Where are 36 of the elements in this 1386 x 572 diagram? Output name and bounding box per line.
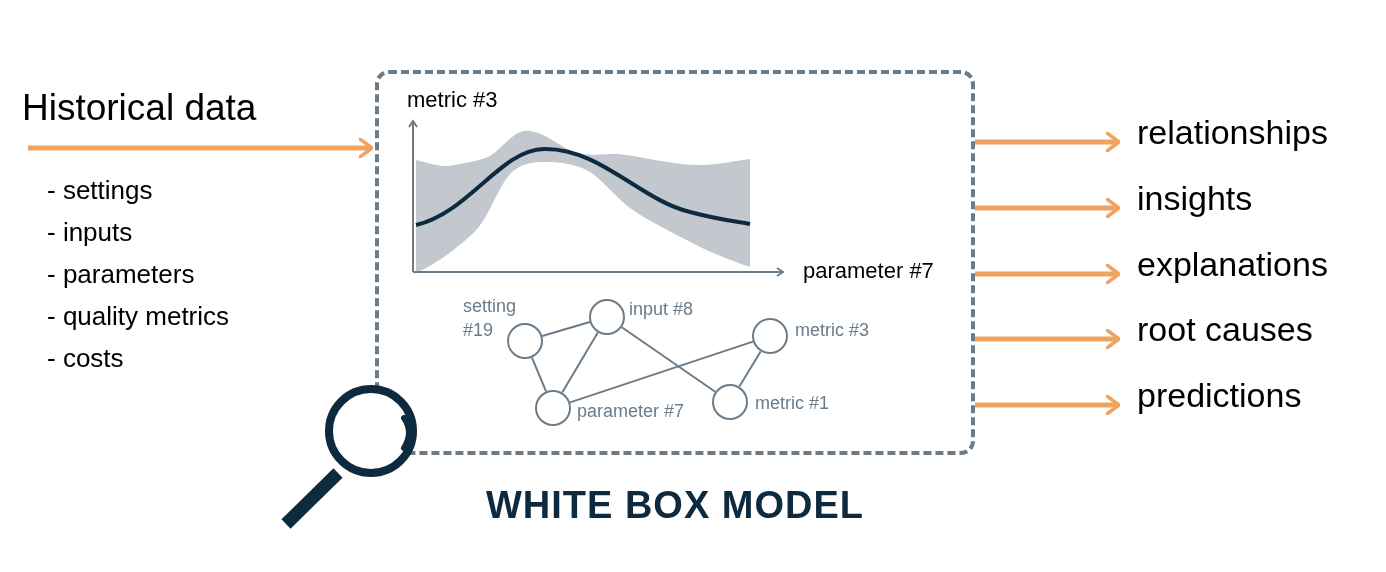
graph-edge — [738, 350, 762, 388]
graph-node-label: metric #3 — [795, 321, 870, 341]
model-title: WHITE BOX MODEL — [484, 485, 866, 527]
output-label: predictions — [1137, 377, 1302, 415]
graph-edge — [541, 321, 591, 337]
graph-edge — [561, 331, 599, 394]
list-item: - costs — [47, 344, 124, 373]
axis-label: metric #3 — [407, 88, 498, 113]
graph-node-circle — [535, 390, 571, 426]
graph-edge — [569, 340, 754, 404]
flow-arrow — [975, 394, 1121, 416]
list-item: - quality metrics — [47, 302, 230, 331]
graph-node-label: metric #1 — [755, 394, 830, 414]
list-item: - parameters — [47, 260, 195, 289]
flow-arrow — [975, 328, 1121, 350]
graph-node-circle — [589, 299, 625, 335]
flow-arrow — [975, 197, 1121, 219]
output-label: root causes — [1137, 311, 1313, 349]
flow-arrow — [975, 263, 1121, 285]
graph-edge — [530, 356, 548, 393]
output-label: explanations — [1137, 246, 1328, 284]
graph-node-circle — [507, 323, 543, 359]
graph-node-label: setting #19 — [463, 295, 518, 343]
graph-node-circle — [752, 318, 788, 354]
input-heading: Historical data — [22, 88, 257, 129]
graph-node-label: input #8 — [629, 300, 694, 320]
graph-node-circle — [712, 384, 748, 420]
list-item: - settings — [47, 176, 153, 205]
flow-arrow — [28, 137, 374, 159]
flow-arrow — [975, 131, 1121, 153]
list-item: - inputs — [47, 218, 133, 247]
graph-edge — [620, 326, 717, 393]
output-label: relationships — [1137, 114, 1328, 152]
axis-label: parameter #7 — [803, 259, 934, 284]
graph-node-label: parameter #7 — [577, 402, 685, 422]
output-label: insights — [1137, 180, 1253, 218]
